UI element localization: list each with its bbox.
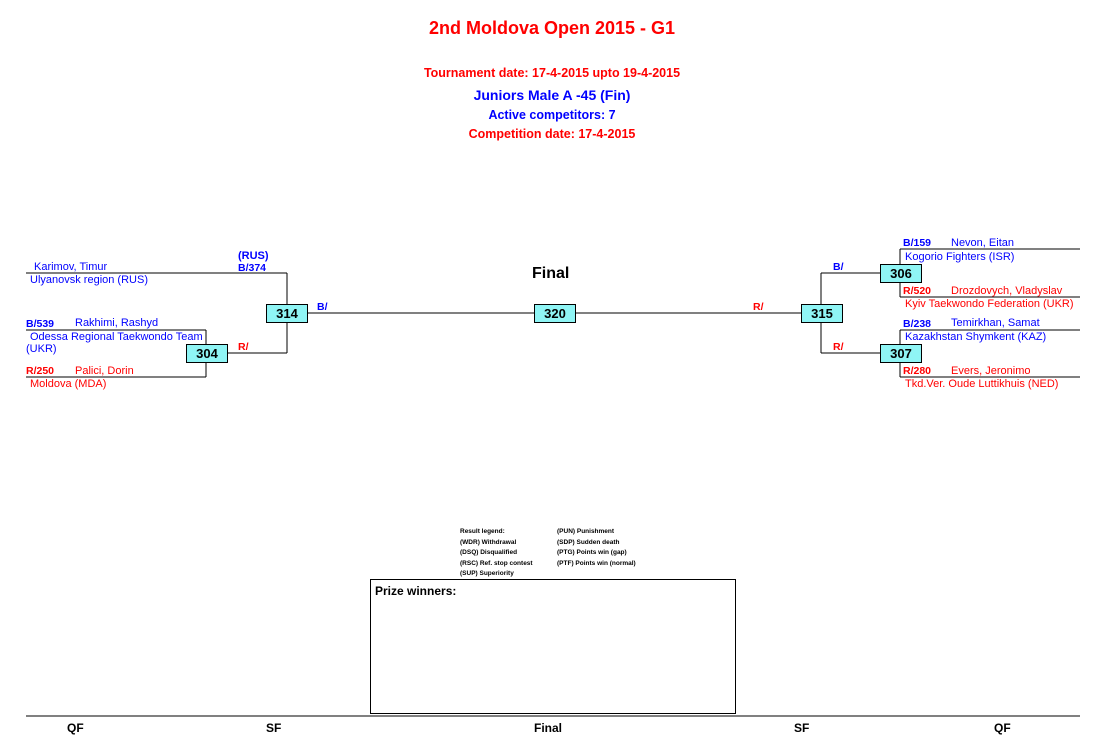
round-label-qf-right: QF [994, 721, 1011, 735]
competitor-name-rakhimi: Rakhimi, Rashyd [75, 317, 159, 329]
match-box-320[interactable]: 320 [534, 304, 576, 323]
round-label-final: Final [534, 721, 563, 735]
competition-date: Competition date: 17-4-2015 [468, 127, 636, 141]
competitor-code-nevon: B/159 [903, 237, 932, 249]
match-304-red-label: R/ [238, 341, 249, 353]
legend-item: (PUN) Punishment [557, 528, 615, 535]
match-box-304[interactable]: 304 [186, 344, 228, 363]
competitor-club-rakhimi-2: (UKR) [26, 343, 57, 355]
competitor-code-temirkhan: B/238 [903, 318, 932, 330]
match-307-red-label: R/ [833, 341, 844, 353]
competitor-name-palici: Palici, Dorin [75, 365, 134, 377]
competitor-name-temirkhan: Temirkhan, Samat [951, 317, 1040, 329]
round-label-sf-right: SF [794, 721, 810, 735]
legend-item: (DSQ) Disqualified [460, 549, 518, 556]
legend-item: (SDP) Sudden death [557, 538, 620, 546]
result-legend-col1: Result legend: (WDR) Withdrawal (DSQ) Di… [460, 527, 533, 580]
competitor-code-palici: R/250 [26, 365, 55, 377]
competitor-name-nevon: Nevon, Eitan [951, 237, 1014, 249]
result-legend-col2: (PUN) Punishment (SDP) Sudden death (PTG… [557, 527, 636, 569]
legend-item: (PTG) Points win (gap) [557, 549, 627, 556]
tournament-date: Tournament date: 17-4-2015 upto 19-4-201… [423, 66, 681, 80]
final-blue-label: B/ [317, 301, 328, 313]
competitor-name-evers: Evers, Jeronimo [951, 365, 1031, 377]
match-box-314[interactable]: 314 [266, 304, 308, 323]
match-306-blue-label: B/ [833, 261, 844, 273]
prize-winners-box: Prize winners: [370, 579, 736, 714]
page-title: 2nd Moldova Open 2015 - G1 [428, 18, 676, 38]
match-box-307[interactable]: 307 [880, 344, 922, 363]
round-label-qf-left: QF [67, 721, 84, 735]
competitor-club-rakhimi-1: Odessa Regional Taekwondo Team [30, 331, 203, 343]
legend-item: (PTF) Points win (normal) [557, 559, 636, 567]
legend-item: (RSC) Ref. stop contest [460, 559, 533, 567]
competitor-name-karimov: Karimov, Timur [34, 261, 108, 273]
round-label-sf-left: SF [266, 721, 282, 735]
competitor-club-nevon: Kogorio Fighters (ISR) [905, 251, 1015, 263]
match-box-315[interactable]: 315 [801, 304, 843, 323]
competitor-club-karimov: Ulyanovsk region (RUS) [30, 274, 148, 286]
category-title: Juniors Male A -45 (Fin) [473, 87, 631, 103]
competitor-club-evers: Tkd.Ver. Oude Luttikhuis (NED) [905, 378, 1059, 390]
legend-item: (SUP) Superiority [460, 570, 514, 577]
competitor-code-evers: R/280 [903, 365, 932, 377]
legend-item: Result legend: [460, 528, 505, 535]
legend-item: (WDR) Withdrawal [460, 538, 517, 546]
competitor-name-drozdovych: Drozdovych, Vladyslav [951, 285, 1063, 297]
match-box-306[interactable]: 306 [880, 264, 922, 283]
competitor-code-rakhimi: B/539 [26, 318, 55, 330]
sf-country: (RUS) [238, 250, 269, 262]
active-competitors: Active competitors: 7 [488, 108, 616, 122]
competitor-code-drozdovych: R/520 [903, 285, 932, 297]
final-red-label: R/ [753, 301, 764, 313]
competitor-club-palici: Moldova (MDA) [30, 378, 107, 390]
prize-winners-label: Prize winners: [375, 584, 457, 598]
sf-code: B/374 [238, 262, 267, 274]
final-label: Final [532, 265, 570, 282]
competitor-club-temirkhan: Kazakhstan Shymkent (KAZ) [905, 331, 1047, 343]
competitor-club-drozdovych: Kyiv Taekwondo Federation (UKR) [905, 298, 1074, 310]
